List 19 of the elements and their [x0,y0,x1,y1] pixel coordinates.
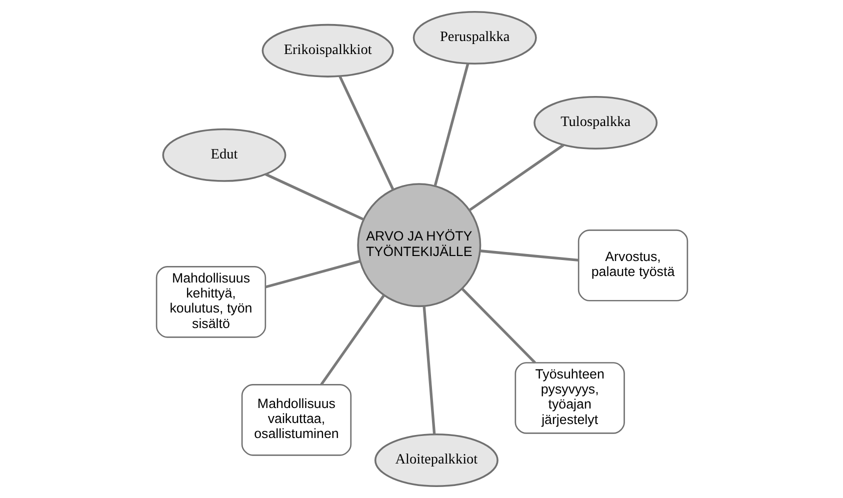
connector [480,250,578,262]
connector [468,144,564,212]
node-ellipse: Erikoispalkkiot [261,24,394,78]
node-ellipse: Peruspalkka [412,11,536,65]
connector [422,306,436,434]
connector [460,288,536,364]
node-ellipse: Edut [162,128,286,182]
connector [320,294,385,386]
node-ellipse: Aloitepalkkiot [374,433,498,487]
connector [433,63,469,186]
node-box: Arvostus, palaute työstä [577,230,688,302]
connector [338,76,394,190]
node-circle: ARVO JA HYÖTY TYÖNTEKIJÄLLE [356,183,481,308]
node-box: Mahdollisuus vaikuttaa, osallistuminen [240,384,352,456]
connector [264,260,360,288]
connector [264,173,364,221]
node-ellipse: Tulospalkka [533,96,658,150]
node-box: Työsuhteen pysyvyys, työajan järjestelyt [514,362,624,434]
node-box: Mahdollisuus kehittyä, koulutus, työn sisältö [155,266,266,338]
